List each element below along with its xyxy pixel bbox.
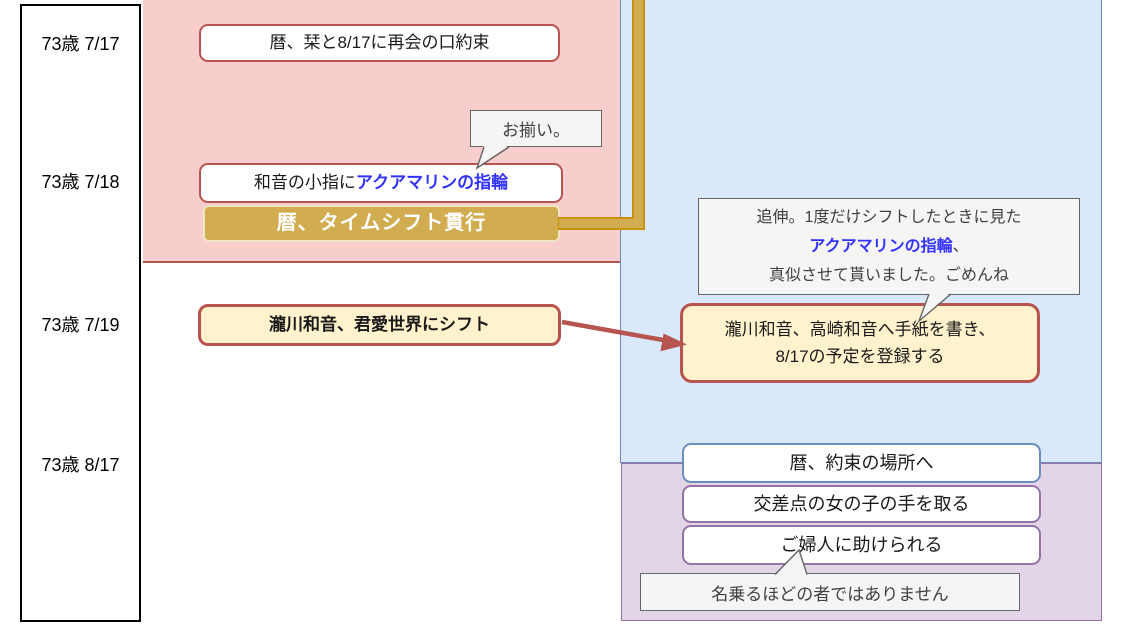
callout-postscript-line1: 追伸。1度だけシフトしたときに見た <box>756 209 1022 226</box>
event-reunion-promise: 暦、栞と8/17に再会の口約束 <box>199 24 560 62</box>
callout-matching-label: お揃い。 <box>502 121 570 140</box>
event-ring-prefix: 和音の小指に <box>253 173 356 193</box>
event-write-letter: 瀧川和音、高崎和音へ手紙を書き、 8/17の予定を登録する <box>680 303 1040 383</box>
event-timeshift: 暦、タイムシフト貫行 <box>203 205 560 242</box>
event-reunion-promise-label: 暦、栞と8/17に再会の口約束 <box>269 33 490 53</box>
date-column: 73歳 7/17 73歳 7/18 73歳 7/19 73歳 8/17 <box>20 4 141 622</box>
callout-postscript-suffix: 、 <box>952 238 969 255</box>
event-take-hand-label: 交差点の女の子の手を取る <box>753 493 970 514</box>
event-promised-place-label: 暦、約束の場所へ <box>789 452 934 473</box>
event-helped-by-lady: ご婦人に助けられる <box>682 525 1041 565</box>
event-ring-highlight: アクアマリンの指輪 <box>355 173 509 193</box>
event-world-shift: 瀧川和音、君愛世界にシフト <box>198 304 561 346</box>
date-label-817: 73歳 8/17 <box>41 455 120 475</box>
callout-postscript-highlight: アクアマリンの指輪 <box>809 238 953 255</box>
callout-no-name: 名乗るほどの者ではありません <box>640 573 1020 611</box>
event-promised-place: 暦、約束の場所へ <box>682 443 1041 483</box>
date-label-717: 73歳 7/17 <box>41 34 120 54</box>
event-aquamarine-ring: 和音の小指にアクアマリンの指輪 <box>199 163 563 203</box>
callout-postscript: 追伸。1度だけシフトしたときに見た アクアマリンの指輪、 真似させて貰いました。… <box>698 198 1080 295</box>
callout-postscript-line3: 真似させて貰いました。ごめんね <box>768 267 1009 284</box>
event-take-hand: 交差点の女の子の手を取る <box>682 485 1041 523</box>
callout-matching: お揃い。 <box>470 110 602 147</box>
event-world-shift-label: 瀧川和音、君愛世界にシフト <box>269 315 490 335</box>
event-write-letter-line2: 8/17の予定を登録する <box>775 347 945 366</box>
date-label-719: 73歳 7/19 <box>41 315 120 335</box>
event-write-letter-line1: 瀧川和音、高崎和音へ手紙を書き、 <box>724 320 996 339</box>
event-helped-by-lady-label: ご婦人に助けられる <box>780 534 943 555</box>
event-timeshift-label: 暦、タイムシフト貫行 <box>276 212 487 234</box>
callout-postscript-line2: アクアマリンの指輪、 <box>809 232 968 261</box>
date-label-718: 73歳 7/18 <box>41 172 120 192</box>
callout-no-name-label: 名乗るほどの者ではありません <box>711 584 949 604</box>
